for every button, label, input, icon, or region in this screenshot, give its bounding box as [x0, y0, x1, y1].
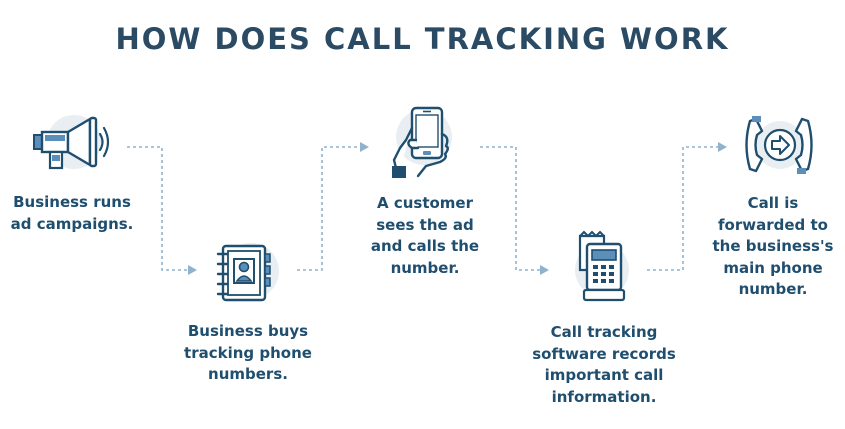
step-5-label: Call is forwarded to the business's main… [712, 194, 834, 298]
hand-smartphone-icon [392, 106, 452, 178]
arrow-head-4 [540, 265, 549, 275]
receipt-register-icon [575, 230, 629, 302]
step-2-label: Business buys tracking phone numbers. [184, 322, 312, 383]
step-4-label: Call tracking software records important… [532, 323, 676, 406]
connector-3-4 [480, 146, 540, 271]
page-title: HOW DOES CALL TRACKING WORK [115, 22, 730, 56]
call-forward-icon [745, 116, 813, 174]
step-1-label: Business runs ad campaigns. [10, 193, 134, 233]
connector-4-5 [647, 146, 718, 271]
connector-2-3 [297, 146, 360, 271]
connector-1-2 [127, 146, 188, 271]
arrow-head-5 [718, 142, 727, 152]
megaphone-icon [33, 115, 110, 170]
step-3-label: A customer sees the ad and calls the num… [370, 194, 480, 277]
arrow-head-2 [188, 265, 197, 275]
address-book-icon [216, 243, 279, 302]
arrow-head-3 [360, 142, 369, 152]
